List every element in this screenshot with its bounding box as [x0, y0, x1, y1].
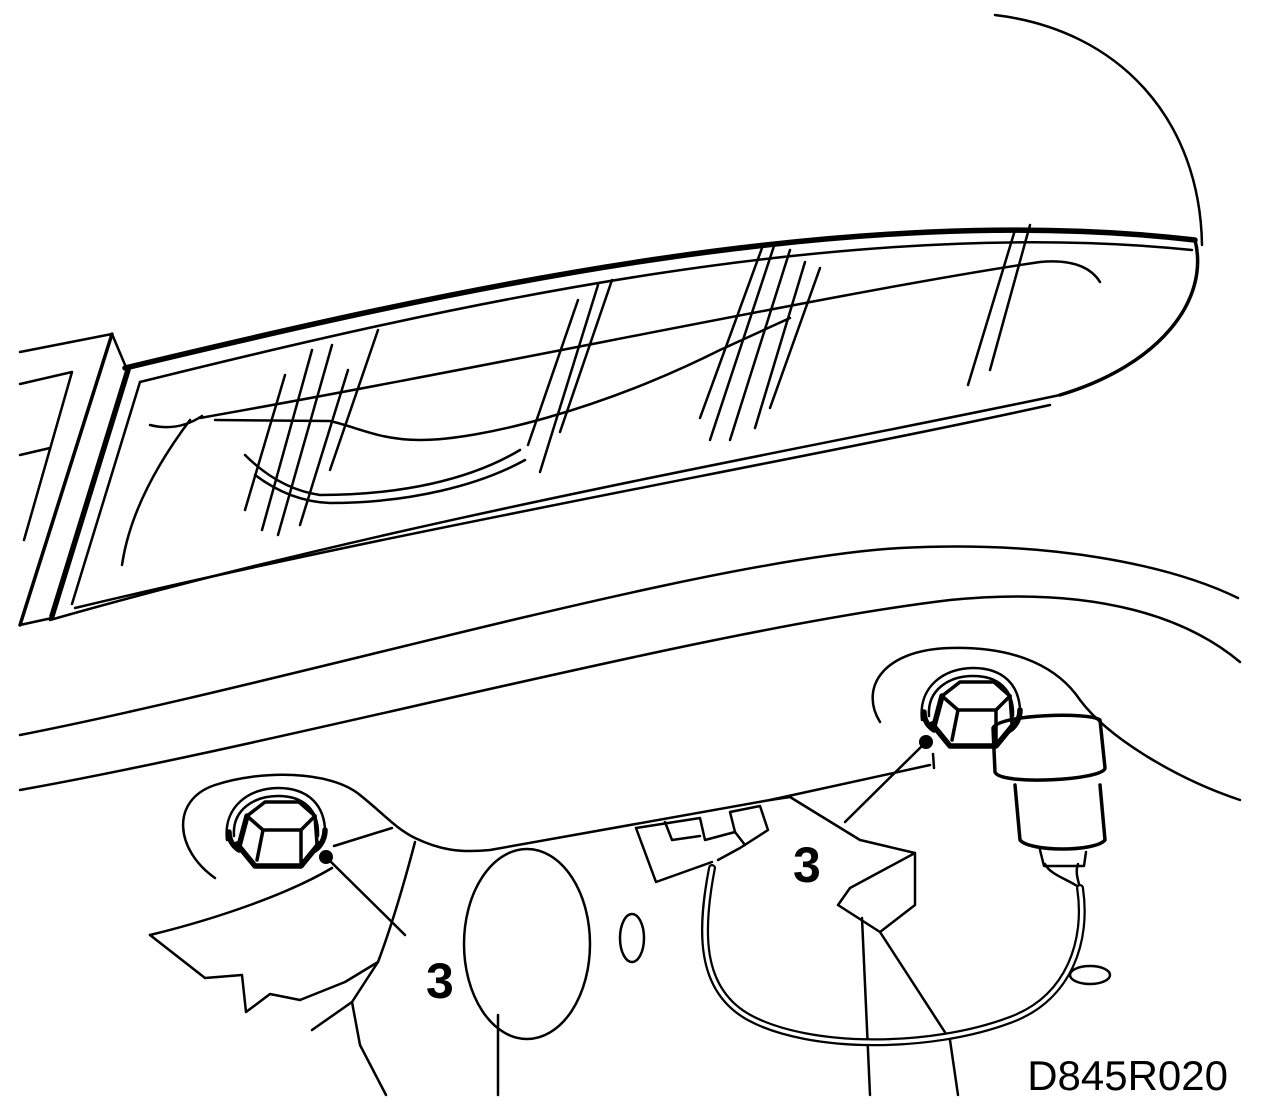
callout-left-leader — [324, 855, 407, 937]
lens-reflector-contours — [120, 260, 1102, 567]
left-mounting-nut — [225, 786, 328, 869]
callout-right-leader — [843, 740, 928, 824]
lamp-lens-housing — [48, 227, 1200, 622]
lens-bottom-inner-edge — [73, 403, 1052, 610]
lamp-left-bracket — [18, 332, 130, 627]
lamp-connector — [991, 713, 1107, 890]
lower-left-structure — [148, 933, 388, 1097]
wire-clip-bracket — [634, 804, 770, 884]
lens-top-edge — [122, 227, 1198, 371]
access-hole — [462, 847, 592, 1041]
lens-top-inner-edge — [138, 240, 1194, 384]
callout-right: 3 — [793, 735, 933, 893]
body-panel-contours — [18, 545, 1242, 964]
wire-harness — [700, 864, 1086, 1047]
lens-bottom-edge — [48, 393, 1062, 622]
callout-right-label: 3 — [793, 837, 821, 893]
callout-left-label: 3 — [426, 953, 454, 1009]
lens-reflection-hatching — [243, 223, 1032, 537]
lens-left-inner-frame — [70, 380, 142, 606]
fender-arc — [993, 13, 1204, 247]
figure-code: D845R020 — [1027, 1052, 1228, 1099]
small-hole-center — [618, 912, 646, 964]
small-hole-right — [1068, 964, 1112, 986]
callout-left: 3 — [319, 850, 454, 1009]
lens-right-end — [1058, 238, 1200, 397]
right-bracket — [768, 795, 960, 1097]
lens-left-frame — [49, 367, 131, 619]
right-mounting-nut — [920, 666, 1023, 749]
